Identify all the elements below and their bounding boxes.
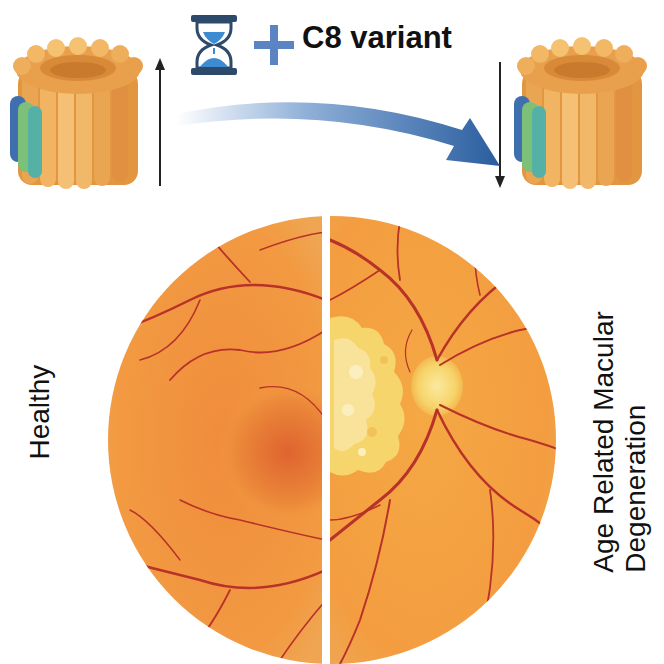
plus-symbol: [254, 25, 294, 65]
up-arrow: [155, 58, 165, 186]
disease-label: Age Related Macular Degeneration: [588, 228, 652, 573]
transition-arrow: [176, 102, 500, 166]
complex-amd: [514, 37, 647, 189]
retina: [100, 210, 566, 664]
complex-healthy: [10, 37, 143, 189]
divider: [322, 206, 330, 664]
down-arrow: [495, 62, 505, 188]
hourglass-icon: [191, 15, 237, 75]
variant-label: C8 variant: [302, 20, 542, 56]
healthy-label: Healthy: [24, 347, 56, 477]
